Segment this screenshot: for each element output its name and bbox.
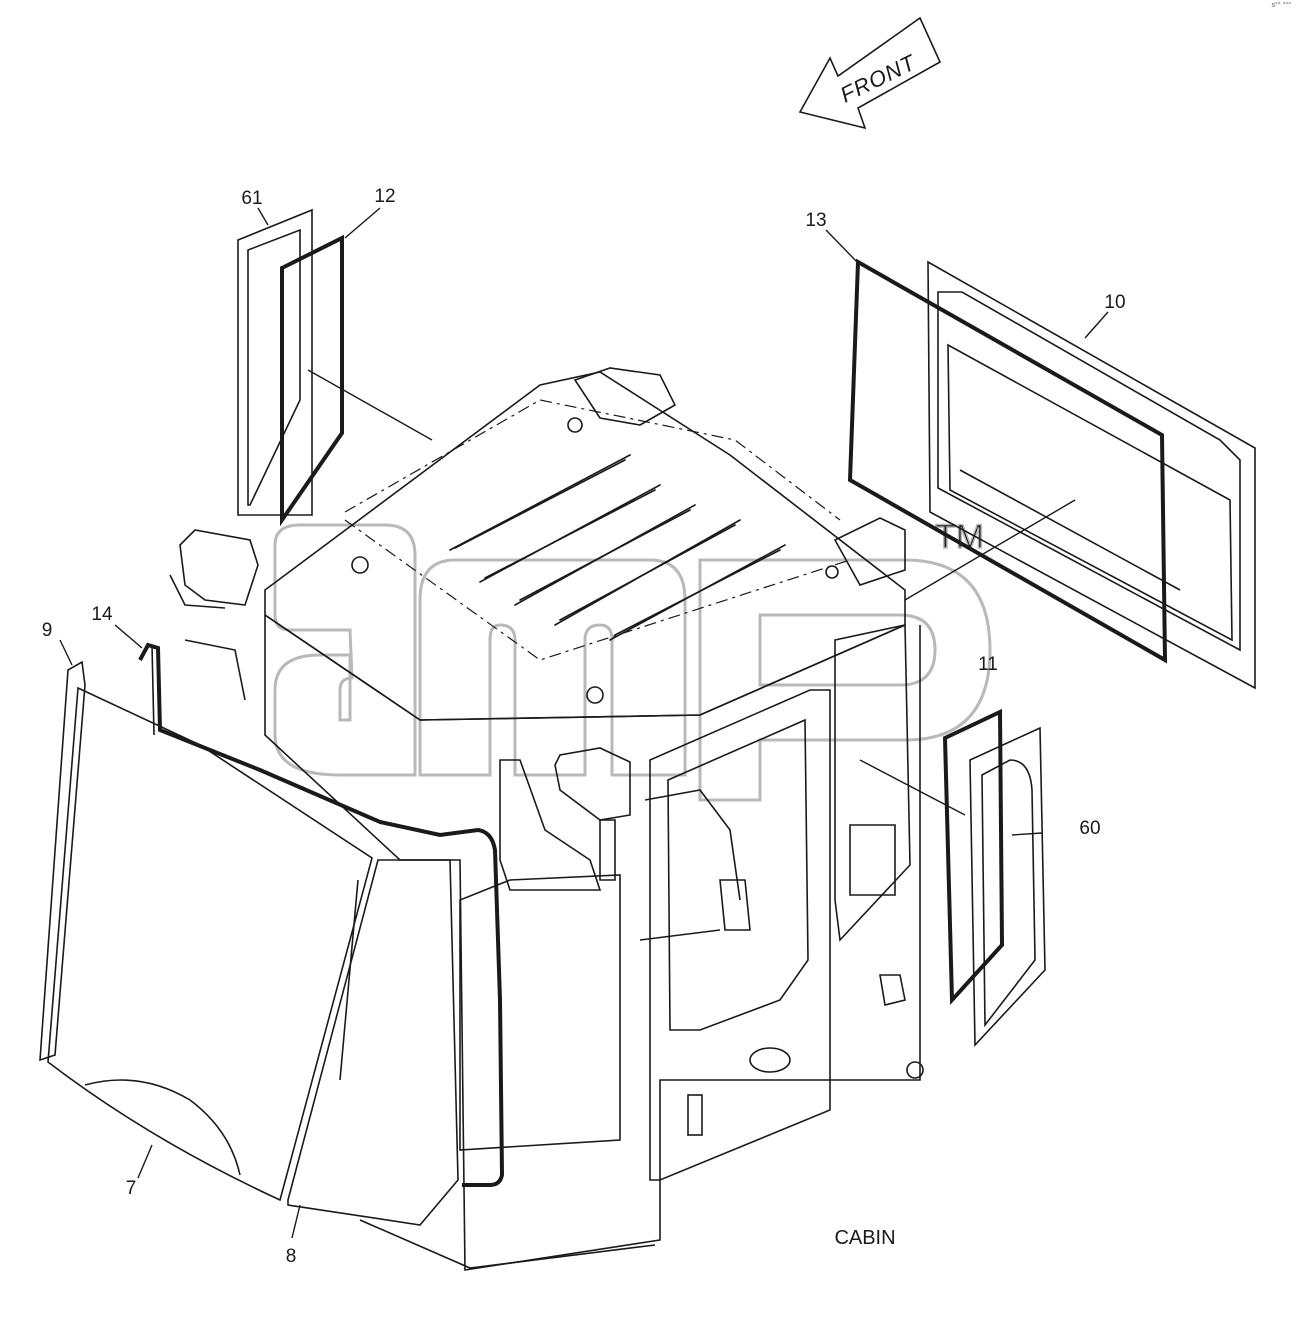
part-10-glass (927, 260, 1256, 690)
part-13-seal (847, 258, 1168, 664)
callout-10: 10 (1104, 292, 1125, 313)
cabin-roof (264, 367, 906, 821)
watermark-logo: TM (273, 517, 992, 802)
front-direction-arrow: FRONT (798, 16, 942, 130)
callout-60: 60 (1079, 818, 1100, 839)
callout-61: 61 (241, 188, 262, 209)
cabin-body (169, 529, 924, 1271)
part-12-seal (280, 234, 344, 527)
part-14-seal (138, 642, 505, 1187)
diagram-caption: CABIN (834, 1227, 895, 1249)
part-9-glass (39, 660, 86, 1062)
callout-8: 8 (286, 1246, 297, 1267)
part-11-seal (942, 708, 1005, 1006)
callout-labels: 61 12 13 10 14 9 11 60 7 8 (42, 186, 1126, 1267)
part-8-glass (287, 859, 459, 1226)
part-61-glass (237, 208, 313, 516)
callout-13: 13 (805, 210, 826, 231)
callout-12: 12 (374, 186, 395, 207)
part-7-glass (47, 686, 373, 1202)
front-label: FRONT (836, 49, 920, 107)
callout-14: 14 (91, 604, 113, 625)
callout-7: 7 (126, 1178, 137, 1199)
callout-11: 11 (978, 654, 998, 675)
callout-9: 9 (42, 620, 53, 641)
part-60-glass (969, 726, 1046, 1047)
corner-mark: s°° °°° (1271, 2, 1291, 9)
leader-lines (59, 207, 1109, 1239)
